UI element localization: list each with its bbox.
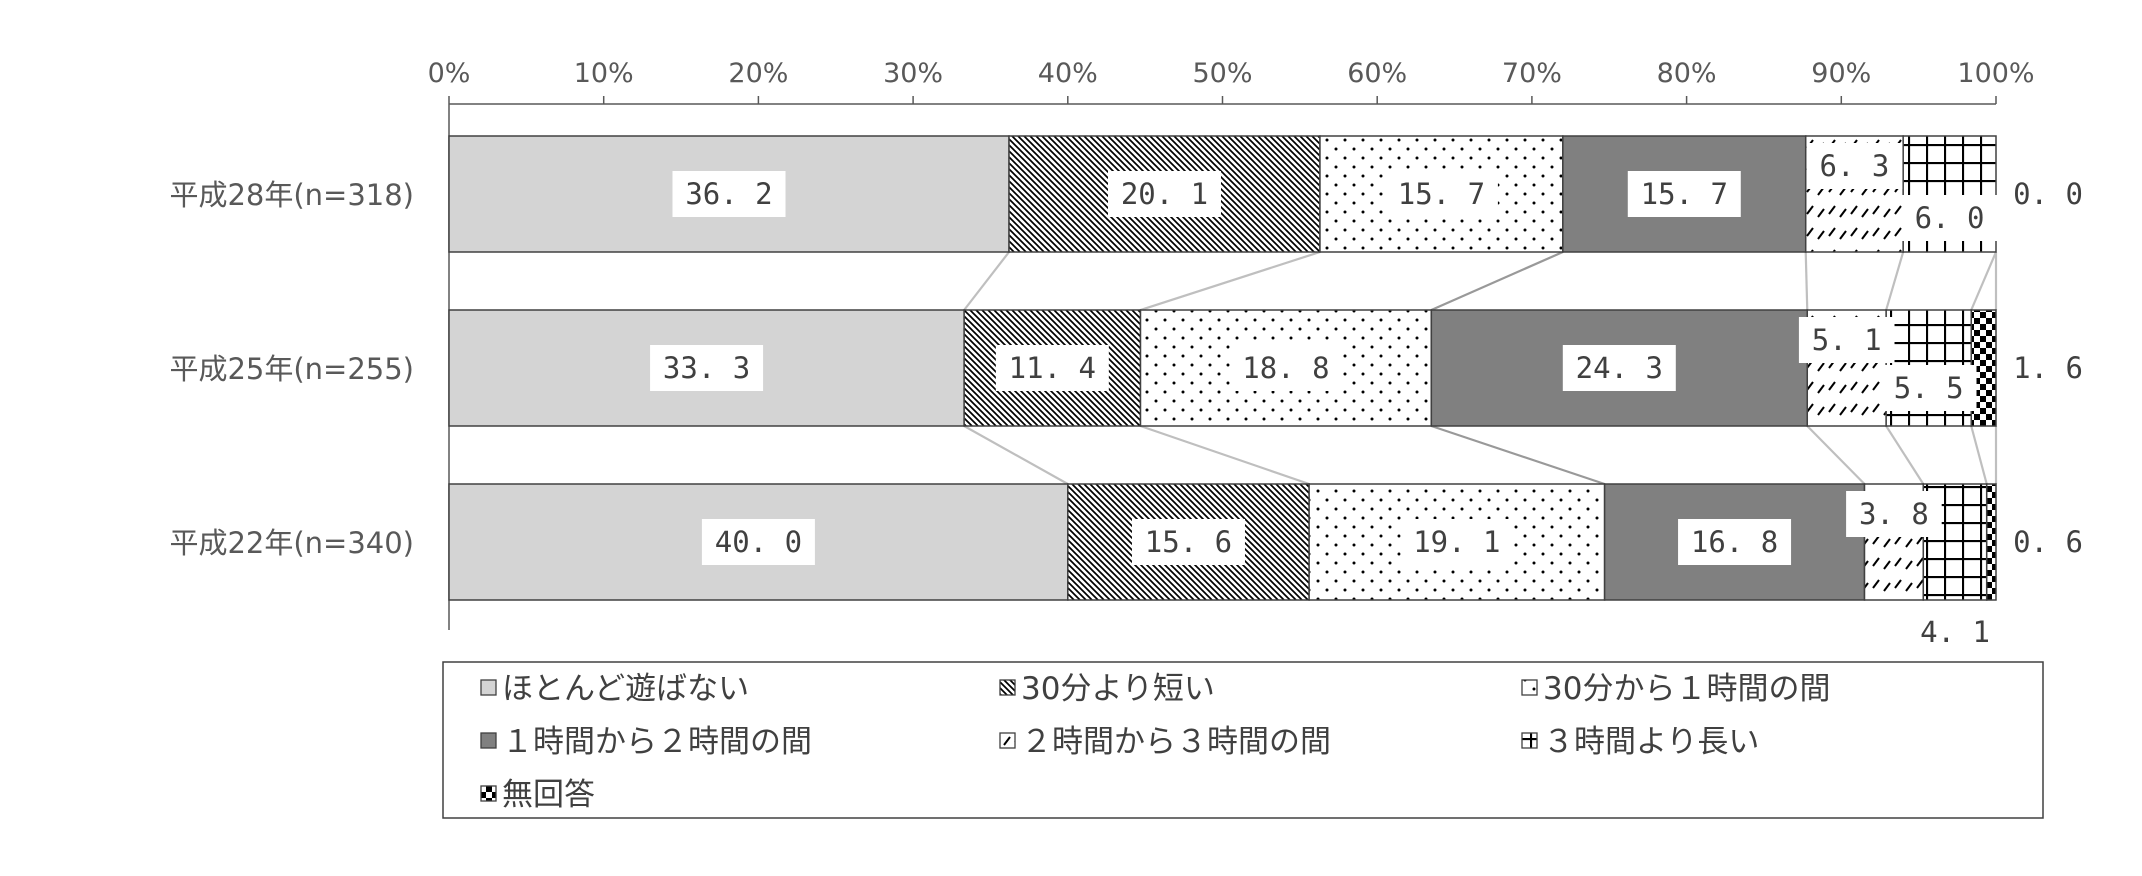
data-label: 40. 0 [715,525,802,559]
connector-line [1430,250,1564,312]
data-label: 15. 7 [1641,177,1728,211]
data-label-box [1901,195,1998,241]
data-label: 6. 3 [1820,149,1890,183]
bar-segment [448,483,1069,601]
data-label: 15. 6 [1145,525,1232,559]
connector-line [1430,424,1605,486]
connector-line [963,425,1069,485]
x-tick-label: 40% [1038,58,1098,89]
x-tick-label: 50% [1192,58,1252,89]
legend-label: ３時間より長い [1543,724,1759,760]
data-label-box [1400,519,1514,565]
data-label-box [1131,519,1245,565]
data-label-box [1384,171,1498,217]
legend-box [442,661,2044,819]
connector-line [1804,251,1809,311]
data-label: 4. 1 [1920,615,1990,649]
connector-line [1140,250,1321,312]
legend-label: ほとんど遊ばない [502,671,749,707]
data-label: 19. 1 [1413,525,1500,559]
legend-label: １時間から２時間の間 [502,724,812,760]
x-tick-label: 90% [1811,58,1871,89]
data-label-box [701,519,815,565]
legend-swatch [1521,679,1538,696]
bar-segment [1985,483,1997,601]
data-label: 3. 8 [1859,497,1929,531]
data-labels: 36. 2 20. 1 15. 7 15. 7 6. 3 6. 0 0. 0 33. 3 11.… [650,143,2096,649]
series-connector-lines [963,250,1998,486]
x-tick-label: 0% [428,58,471,89]
legend-swatch [480,679,497,696]
data-label-box [2000,519,2096,565]
legend-swatch [999,732,1016,749]
category-label: 平成28年(n=318) [169,178,414,212]
data-label-box [2000,171,2096,217]
connector-line [1970,251,1998,311]
data-label: 15. 7 [1398,177,1485,211]
legend-label: ２時間から３時間の間 [1021,724,1331,760]
connector-line [1140,424,1310,486]
x-tick-label: 80% [1657,58,1717,89]
data-label: 24. 3 [1576,351,1663,385]
x-tick-label: 60% [1347,58,1407,89]
bar-segment [1922,483,1988,601]
x-axis: 0% 10% 20% 30% 40% 50% 60% 70% 80% 90% 100% [428,58,2035,630]
data-label-box [1678,519,1792,565]
legend-swatch [480,732,497,749]
legend: ほとんど遊ばない 30分より短い 30分から１時間の間 １時間から２時間の間 ２時間から… [442,661,2044,819]
x-tick-label: 10% [574,58,634,89]
bar-segment [1008,135,1321,253]
category-labels: 平成28年(n=318) 平成25年(n=255) 平成22年(n=340) [169,178,414,560]
data-label: 1. 6 [2013,351,2083,385]
data-label-box [1562,345,1676,391]
data-label: 20. 1 [1121,177,1208,211]
data-label-box [1229,345,1343,391]
legend-swatch [480,785,497,802]
connector-line [1970,425,1988,485]
data-label-box [2000,345,2096,391]
legend-label: 無回答 [502,777,595,813]
data-label-box [1806,143,1903,189]
data-label: 11. 4 [1009,351,1096,385]
x-tick-label: 20% [728,58,788,89]
data-label: 36. 2 [685,177,772,211]
category-label: 平成22年(n=340) [169,526,414,560]
connector-line [963,251,1010,311]
data-label-box [672,171,786,217]
data-label: 6. 0 [1915,201,1985,235]
data-label: 33. 3 [663,351,750,385]
data-label: 16. 8 [1691,525,1778,559]
connector-line [1885,425,1925,485]
data-label-box [1846,491,1942,537]
data-label-box [650,345,764,391]
data-label: 5. 1 [1812,323,1882,357]
x-tick-label: 70% [1502,58,1562,89]
legend-label: 30分から１時間の間 [1543,671,1830,707]
x-tick-label: 30% [883,58,943,89]
connector-line [1806,425,1866,485]
data-label-box [1798,317,1895,363]
data-label: 0. 6 [2013,525,2083,559]
data-label: 18. 8 [1242,351,1329,385]
legend-swatch [1521,732,1538,749]
data-label-box [1880,365,1977,411]
data-label-box [1627,171,1741,217]
legend-label: 30分より短い [1021,671,1215,707]
legend-swatch [999,679,1016,696]
x-tick-label: 100% [1957,58,2034,89]
data-label-box [995,345,1109,391]
category-label: 平成25年(n=255) [169,352,414,386]
connector-line [1885,251,1905,311]
data-label: 5. 5 [1894,371,1964,405]
data-label-box [1107,171,1221,217]
data-label: 0. 0 [2013,177,2083,211]
